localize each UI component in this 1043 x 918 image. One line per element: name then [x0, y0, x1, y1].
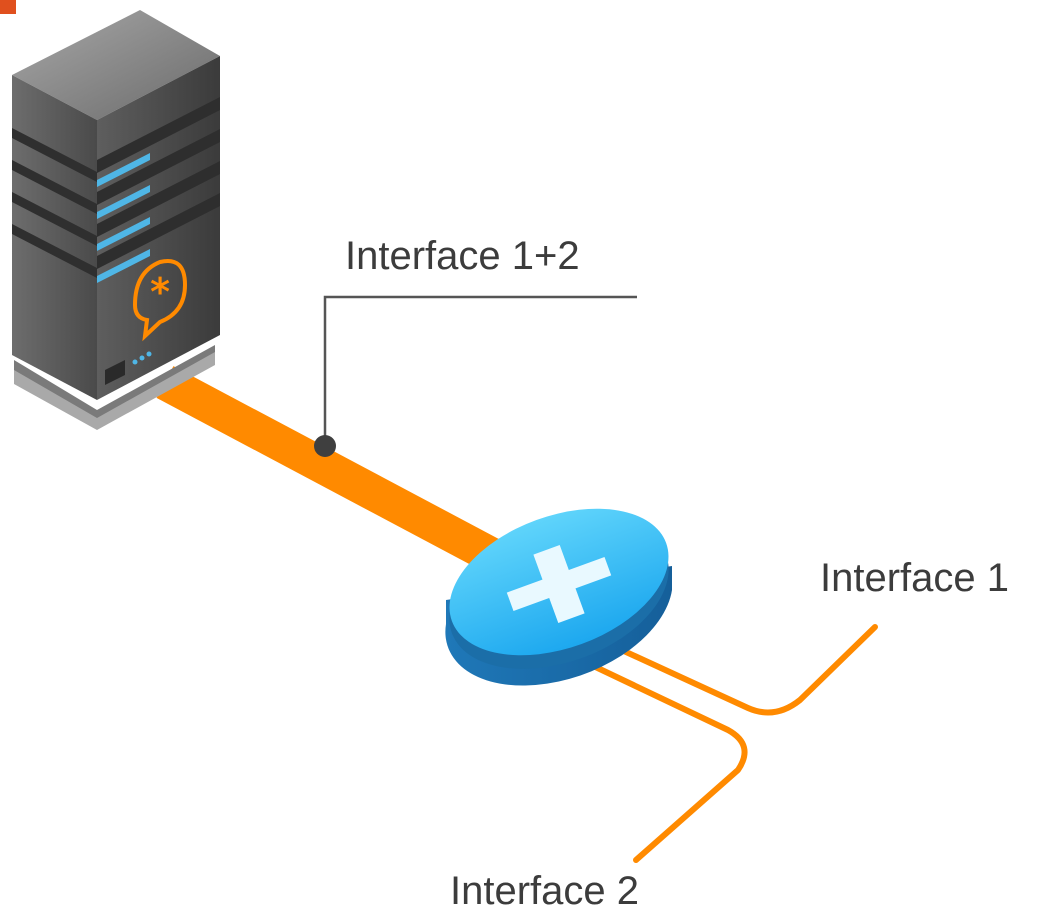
interface-1-link: [597, 624, 878, 716]
combined-link: [156, 366, 509, 576]
callout-dot: [314, 435, 336, 457]
interface-2-link: [582, 659, 748, 863]
label-interface-2: Interface 2: [450, 869, 640, 913]
callout-line: [323, 295, 637, 445]
corner-mark: [0, 0, 16, 14]
cross-splitter-icon: [445, 508, 672, 686]
label-interface-combined: Interface 1+2: [345, 234, 580, 278]
asterisk-server-icon: *: [12, 10, 220, 430]
asterisk-logo-icon: *: [132, 259, 188, 342]
svg-text:*: *: [150, 270, 170, 314]
label-interface-1: Interface 1: [820, 556, 1010, 600]
